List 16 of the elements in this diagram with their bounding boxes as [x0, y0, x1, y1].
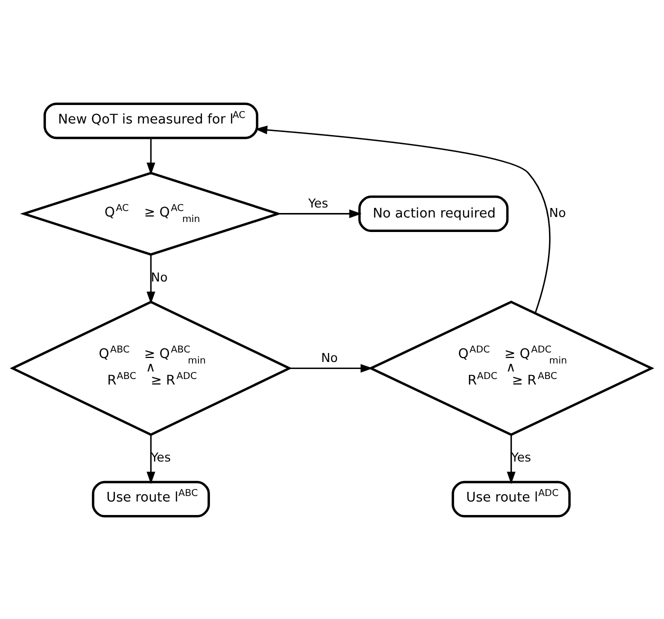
edge-label: Yes: [150, 450, 171, 464]
arrow: [254, 125, 550, 313]
arrow: [146, 138, 156, 174]
node-box: New QoT is measured for l$^{AC}$: [44, 102, 258, 139]
node-box: Use route l$^{ABC}$: [92, 480, 210, 517]
arrow: [289, 363, 373, 372]
arrow: [278, 208, 362, 218]
edge-label: Yes: [308, 196, 328, 210]
node-box: Use route l$^{ADC}$: [452, 480, 571, 517]
arrow: [506, 434, 516, 484]
edge-label: No: [321, 350, 338, 365]
edge-label: No: [150, 270, 168, 284]
arrow: [146, 254, 156, 304]
edge-label: No: [549, 205, 566, 220]
node-box: No action required: [358, 195, 509, 232]
arrow: [146, 434, 156, 484]
